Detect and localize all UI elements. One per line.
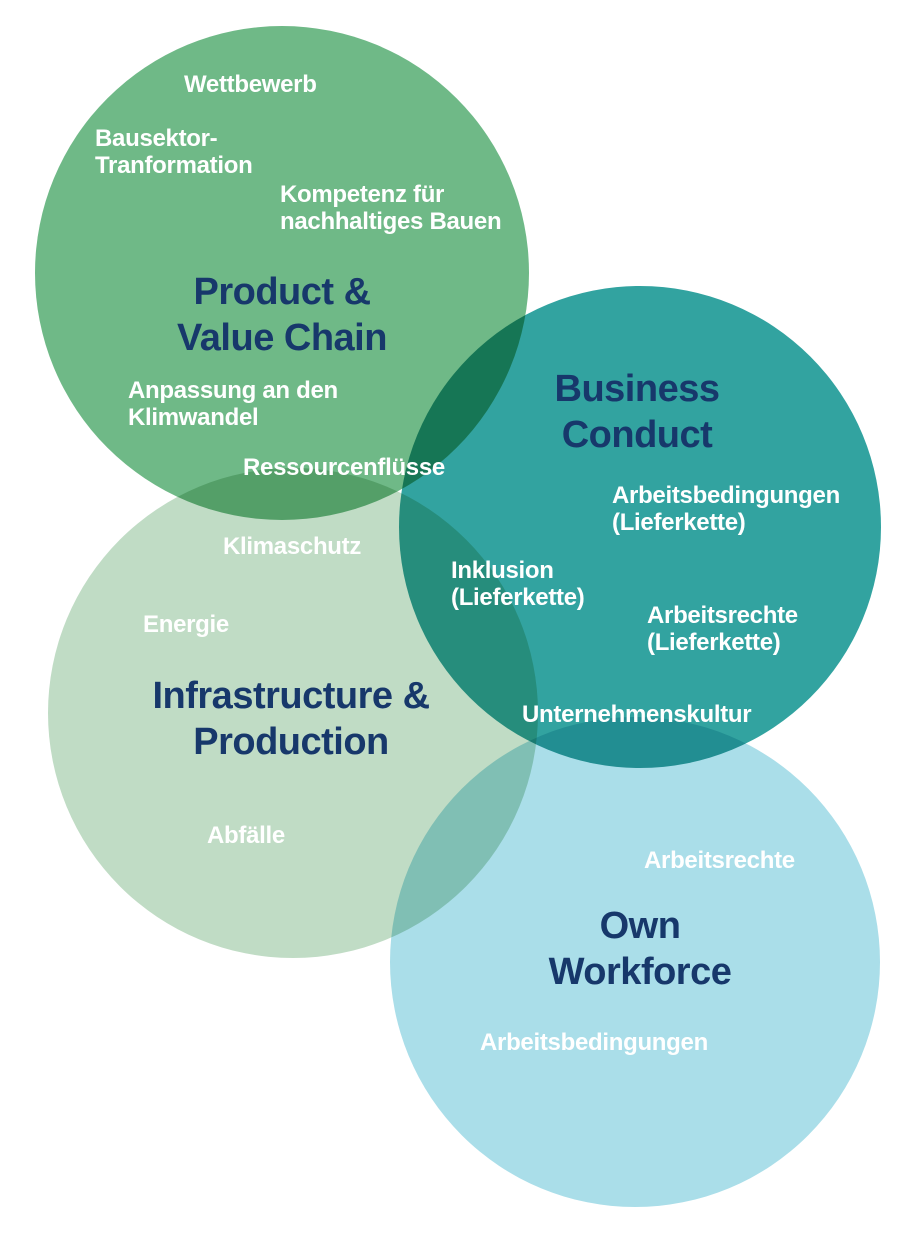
label-energie: Energie [143, 611, 229, 638]
label-klimaschutz: Klimaschutz [223, 533, 362, 560]
label-kompetenz-nachhaltiges-bauen: Kompetenz für nachhaltiges Bauen [280, 181, 502, 235]
label-wettbewerb: Wettbewerb [184, 71, 317, 98]
title-product-value-chain: Product & Value Chain [177, 271, 387, 359]
circle-infrastructure-production [48, 468, 538, 958]
title-business-conduct: Business Conduct [554, 368, 720, 456]
label-anpassung-klimwandel: Anpassung an den Klimwandel [128, 377, 338, 431]
circle-own-workforce [390, 717, 880, 1207]
circle-product-value-chain [35, 26, 529, 520]
label-arbeitsrechte: Arbeitsrechte [644, 847, 795, 874]
label-bausektor-tranformation: Bausektor- Tranformation [95, 125, 253, 179]
label-arbeitsbedingungen-lieferkette: Arbeitsbedingungen (Lieferkette) [612, 482, 840, 536]
title-infrastructure-production: Infrastructure & Production [152, 675, 430, 763]
label-arbeitsbedingungen: Arbeitsbedingungen [480, 1029, 708, 1056]
label-arbeitsrechte-lieferkette: Arbeitsrechte (Lieferkette) [647, 602, 798, 656]
label-ressourcenfluesse: Ressourcenflüsse [243, 454, 445, 481]
label-inklusion-lieferkette: Inklusion (Lieferkette) [451, 557, 585, 611]
label-abfaelle: Abfälle [207, 822, 285, 849]
label-unternehmenskultur: Unternehmenskultur [522, 701, 752, 728]
title-own-workforce: Own Workforce [548, 905, 732, 993]
